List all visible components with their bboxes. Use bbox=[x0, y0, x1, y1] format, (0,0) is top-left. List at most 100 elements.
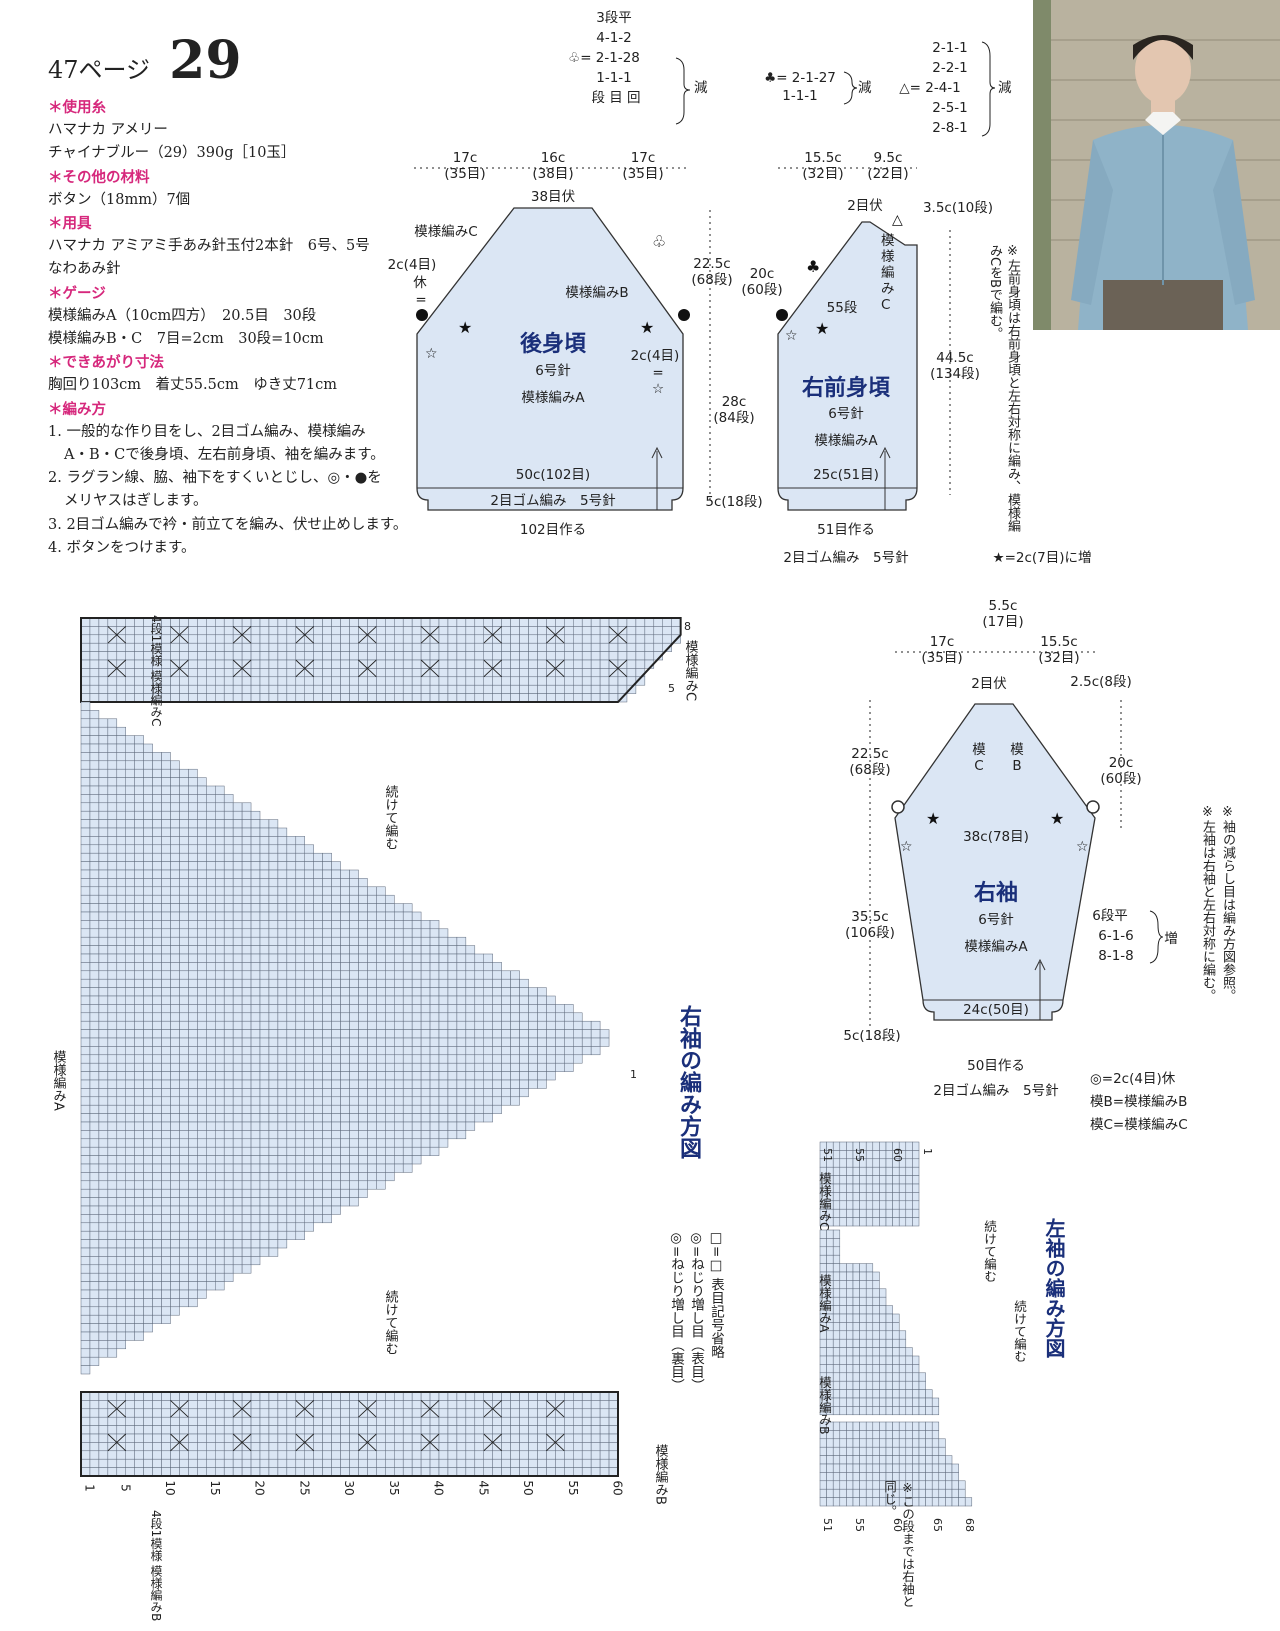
chart-cell bbox=[241, 1222, 252, 1232]
chart-cell bbox=[839, 1208, 847, 1218]
chart-cell bbox=[80, 651, 91, 661]
dim: (32目) bbox=[1038, 650, 1079, 666]
chart-cell bbox=[599, 1467, 610, 1477]
chart-cell bbox=[872, 1141, 880, 1151]
chart-cell bbox=[402, 953, 413, 963]
chart-cell bbox=[170, 760, 180, 770]
chart-cell bbox=[385, 1433, 395, 1443]
chart-cell bbox=[286, 1197, 297, 1207]
chart-cell bbox=[107, 1214, 118, 1224]
chart-cell bbox=[438, 936, 449, 946]
x-tick-label: 15 bbox=[208, 1480, 222, 1495]
chart-cell bbox=[331, 693, 341, 703]
chart-cell bbox=[555, 1458, 565, 1468]
chart-cell bbox=[134, 1054, 144, 1064]
chart-cell bbox=[546, 1020, 556, 1030]
chart-cell bbox=[161, 1205, 171, 1215]
chart-cell bbox=[277, 651, 288, 661]
chart-cell bbox=[125, 1239, 135, 1249]
chart-cell bbox=[846, 1271, 854, 1281]
front-mirror-note: ※左前身頃は右前身頃と左右対称に編み、模様編みCをBで編む。 bbox=[987, 244, 1020, 532]
chart-cell bbox=[116, 760, 127, 770]
chart-cell bbox=[232, 802, 243, 812]
chart-cell bbox=[349, 1163, 359, 1173]
chart-cell bbox=[394, 1467, 404, 1477]
chart-cell bbox=[885, 1347, 893, 1357]
chart-cell bbox=[456, 1450, 467, 1460]
chart-cell bbox=[474, 962, 484, 972]
chart-cell bbox=[286, 668, 297, 678]
chart-cell bbox=[277, 1037, 288, 1047]
chart-cell bbox=[143, 1029, 153, 1039]
chart-cell bbox=[125, 777, 135, 787]
chart-cell bbox=[232, 1004, 243, 1014]
chart-cell bbox=[819, 1472, 827, 1482]
chart-cell bbox=[98, 1348, 109, 1358]
chart-cell bbox=[852, 1455, 860, 1465]
spec-line: 1. 一般的な作り目をし、2目ゴム編み、模様編み bbox=[48, 423, 366, 440]
chart-cell bbox=[206, 651, 216, 661]
chart-cell bbox=[438, 1467, 449, 1477]
dim: (84段) bbox=[713, 410, 754, 426]
chart-cell bbox=[447, 978, 458, 988]
chart-cell bbox=[80, 869, 91, 879]
chart-cell bbox=[376, 1163, 386, 1173]
dim: 17c bbox=[930, 634, 955, 650]
chart-cell bbox=[188, 1155, 198, 1165]
chart-cell bbox=[938, 1463, 946, 1473]
chart-cell bbox=[116, 1247, 127, 1257]
chart-cell bbox=[179, 1289, 189, 1299]
chart-cell bbox=[537, 1433, 547, 1443]
chart-cell bbox=[819, 1238, 827, 1248]
chart-cell bbox=[340, 1408, 350, 1418]
chart-cell bbox=[197, 1155, 207, 1165]
chart-cell bbox=[885, 1380, 893, 1390]
chart-cell bbox=[402, 911, 413, 921]
chart-cell bbox=[215, 626, 225, 636]
chart-cell bbox=[188, 1113, 198, 1123]
chart-cell bbox=[839, 1438, 847, 1448]
chart-cell bbox=[241, 1071, 252, 1081]
chart-cell bbox=[492, 1037, 502, 1047]
chart-cell bbox=[241, 878, 252, 888]
chart-cell bbox=[438, 1391, 449, 1401]
chart-cell bbox=[411, 1113, 422, 1123]
chart-cell bbox=[80, 735, 91, 745]
chart-cell bbox=[528, 1400, 538, 1410]
chart-cell bbox=[170, 1289, 180, 1299]
chart-cell bbox=[89, 869, 100, 879]
chart-cell bbox=[161, 995, 171, 1005]
chart-cell bbox=[331, 987, 341, 997]
chart-cell bbox=[170, 676, 180, 686]
chart-cell bbox=[125, 1425, 135, 1435]
chart-cell bbox=[474, 1096, 484, 1106]
chart-cell bbox=[537, 1046, 547, 1056]
chart-cell bbox=[161, 1298, 171, 1308]
chart-cell bbox=[250, 1088, 261, 1098]
chart-cell bbox=[152, 1425, 162, 1435]
dim: 17c bbox=[453, 150, 478, 166]
chart-cell bbox=[358, 936, 368, 946]
chart-cell bbox=[313, 676, 323, 686]
chart-cell bbox=[826, 1488, 834, 1498]
chart-cell bbox=[931, 1463, 940, 1473]
chart-cell bbox=[492, 1004, 502, 1014]
chart-cell bbox=[474, 1004, 484, 1014]
chart-cell bbox=[438, 626, 449, 636]
chart-cell bbox=[456, 1104, 467, 1114]
chart-cell bbox=[456, 1029, 467, 1039]
chart-cell bbox=[865, 1463, 874, 1473]
chart-cell bbox=[394, 1020, 404, 1030]
chart-cell bbox=[492, 1096, 502, 1106]
chart-cell bbox=[268, 651, 279, 661]
chart-cell bbox=[170, 911, 180, 921]
chart-cell bbox=[456, 987, 467, 997]
chart-cell bbox=[232, 1188, 243, 1198]
chart-cell bbox=[170, 1230, 180, 1240]
chart-cell bbox=[286, 894, 297, 904]
chart-cell bbox=[197, 1458, 207, 1468]
chart-cell bbox=[879, 1192, 887, 1202]
chart-cell bbox=[839, 1347, 847, 1357]
chart-cell bbox=[89, 760, 100, 770]
chart-cell bbox=[846, 1380, 854, 1390]
